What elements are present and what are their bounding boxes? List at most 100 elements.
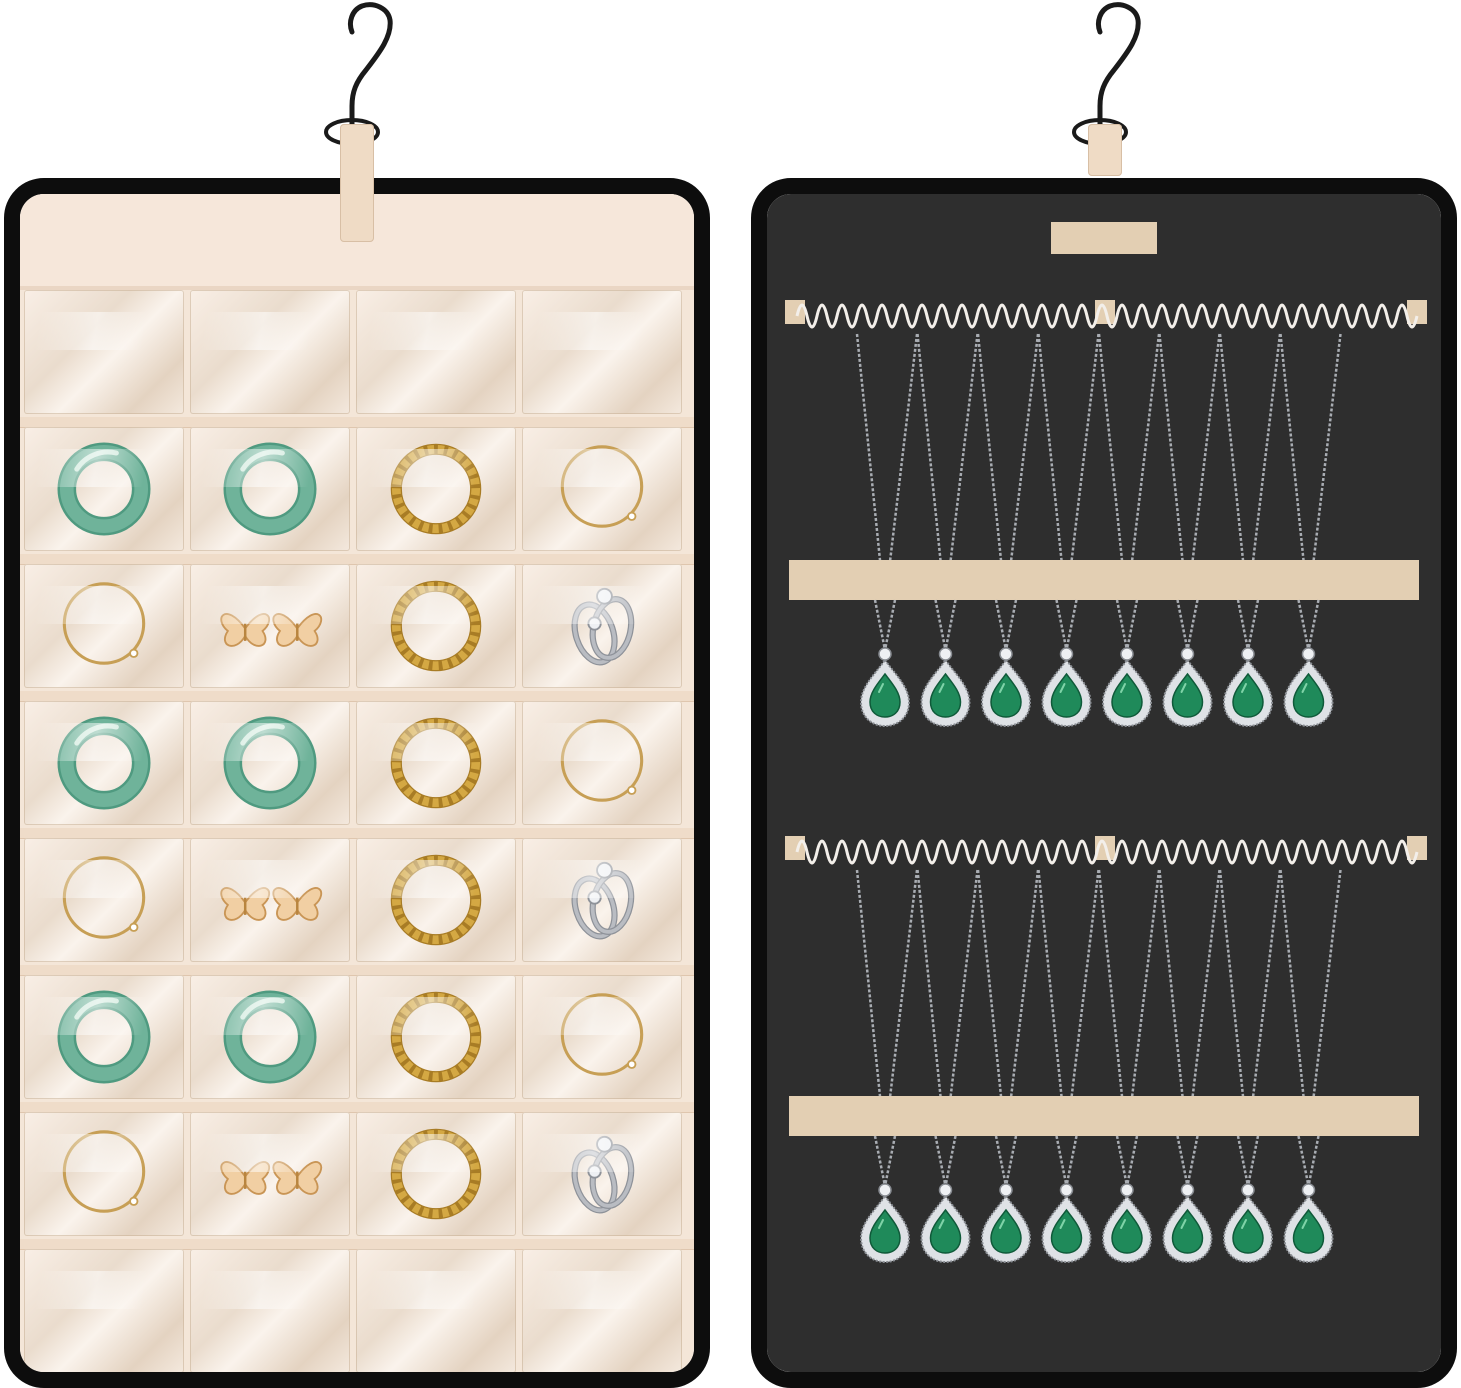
pocket xyxy=(522,290,682,414)
emerald-pendant-icon xyxy=(980,599,1032,728)
pocket xyxy=(356,290,516,414)
rack-clip xyxy=(1407,836,1427,860)
pocket xyxy=(356,427,516,551)
emerald-pendant-icon xyxy=(1101,1135,1153,1264)
necklace-chain xyxy=(1279,869,1306,1107)
pocket-row-seam xyxy=(20,965,694,975)
necklace-chain xyxy=(887,869,919,1107)
necklace-chain xyxy=(1250,869,1282,1107)
pocket xyxy=(356,1112,516,1236)
necklace-chain xyxy=(1129,869,1161,1107)
rack-clip xyxy=(1407,300,1427,324)
necklace-chain xyxy=(855,869,883,1107)
necklace-chain xyxy=(1129,333,1161,571)
necklace-organizer xyxy=(751,178,1457,1388)
pocket-row-seam xyxy=(20,1102,694,1112)
necklace-chain xyxy=(1279,333,1306,571)
pocket xyxy=(522,975,682,1099)
emerald-pendant-icon xyxy=(1041,1135,1092,1264)
pocket xyxy=(24,1249,184,1372)
pocket xyxy=(356,701,516,825)
emerald-pendant-icon xyxy=(859,1135,911,1264)
hanging-tab xyxy=(1088,124,1122,176)
pocket-row-seam xyxy=(20,691,694,701)
gold-hoop-earring-icon xyxy=(62,856,146,939)
spiral-hanger xyxy=(795,303,1419,329)
pocket-panel xyxy=(20,194,694,1372)
label-patch xyxy=(1051,222,1157,254)
necklace-chain xyxy=(976,869,1004,1107)
pocket xyxy=(522,427,682,551)
necklace-chain xyxy=(948,869,979,1107)
silver-rings-icon xyxy=(571,587,635,666)
jade-bangle-icon xyxy=(57,442,151,536)
pocket-row-seam xyxy=(20,1239,694,1249)
necklace-panel xyxy=(767,194,1441,1372)
emerald-pendant-icon xyxy=(1162,599,1213,728)
spiral-hanger xyxy=(795,839,1419,865)
necklace-chain xyxy=(1069,869,1100,1107)
pocket xyxy=(190,838,350,962)
emerald-pendant-icon xyxy=(1162,1135,1213,1264)
necklace-chain xyxy=(1158,333,1185,571)
necklace-chain xyxy=(1311,333,1342,571)
necklace-chain xyxy=(855,333,883,571)
necklace-chain xyxy=(1250,333,1282,571)
necklace-chain xyxy=(1037,333,1064,571)
pocket xyxy=(190,290,350,414)
jade-bangle-icon xyxy=(223,442,317,536)
necklace-chain xyxy=(1097,333,1125,571)
necklace-chain xyxy=(1069,333,1100,571)
necklace-rack xyxy=(785,836,1427,1264)
pocket xyxy=(24,290,184,414)
pocket-row-seam xyxy=(20,417,694,427)
gold-hoop-earring-icon xyxy=(62,1130,146,1213)
emerald-pendant-icon xyxy=(1283,599,1334,728)
pocket xyxy=(522,1112,682,1236)
jade-bangle-icon xyxy=(57,716,151,810)
jade-bangle-icon xyxy=(223,990,317,1084)
jade-bangle-icon xyxy=(223,716,317,810)
necklace-chain xyxy=(1158,869,1185,1107)
gold-chain-bracelet-icon xyxy=(390,854,482,946)
necklace-chain xyxy=(1008,869,1040,1107)
pocket xyxy=(24,838,184,962)
necklace-chain xyxy=(1190,869,1221,1107)
pocket-organizer xyxy=(4,178,710,1388)
jade-bangle-icon xyxy=(57,990,151,1084)
pocket xyxy=(522,838,682,962)
necklace-chain xyxy=(887,333,919,571)
emerald-pendant-icon xyxy=(859,599,911,728)
emerald-pendant-icon xyxy=(1283,1135,1334,1264)
pocket xyxy=(356,838,516,962)
necklace-chain xyxy=(916,869,943,1107)
gold-hoop-earring-icon xyxy=(560,445,644,528)
pocket xyxy=(356,1249,516,1372)
emerald-pendant-icon xyxy=(920,1135,971,1264)
emerald-pendant-icon xyxy=(980,1135,1032,1264)
fabric-bar xyxy=(789,1096,1419,1136)
gold-hoop-earring-icon xyxy=(560,993,644,1076)
hanging-tab xyxy=(340,124,374,242)
pocket xyxy=(190,1112,350,1236)
necklace-chain xyxy=(1037,869,1064,1107)
pocket-row-seam xyxy=(20,828,694,838)
pocket xyxy=(522,701,682,825)
pocket xyxy=(24,1112,184,1236)
silver-rings-icon xyxy=(571,861,635,940)
silver-rings-icon xyxy=(571,1135,635,1214)
pocket xyxy=(190,1249,350,1372)
necklace-chain xyxy=(948,333,979,571)
necklace-chain xyxy=(1218,333,1246,571)
necklace-chain xyxy=(1311,869,1342,1107)
butterfly-earrings-icon xyxy=(220,887,323,921)
gold-chain-bracelet-icon xyxy=(390,580,482,672)
pocket xyxy=(190,701,350,825)
pocket xyxy=(190,427,350,551)
emerald-pendant-icon xyxy=(1222,599,1274,728)
emerald-pendant-icon xyxy=(1101,599,1153,728)
fabric-bar xyxy=(789,560,1419,600)
gold-chain-bracelet-icon xyxy=(390,1128,482,1220)
pocket xyxy=(356,975,516,1099)
butterfly-earrings-icon xyxy=(220,1161,323,1195)
